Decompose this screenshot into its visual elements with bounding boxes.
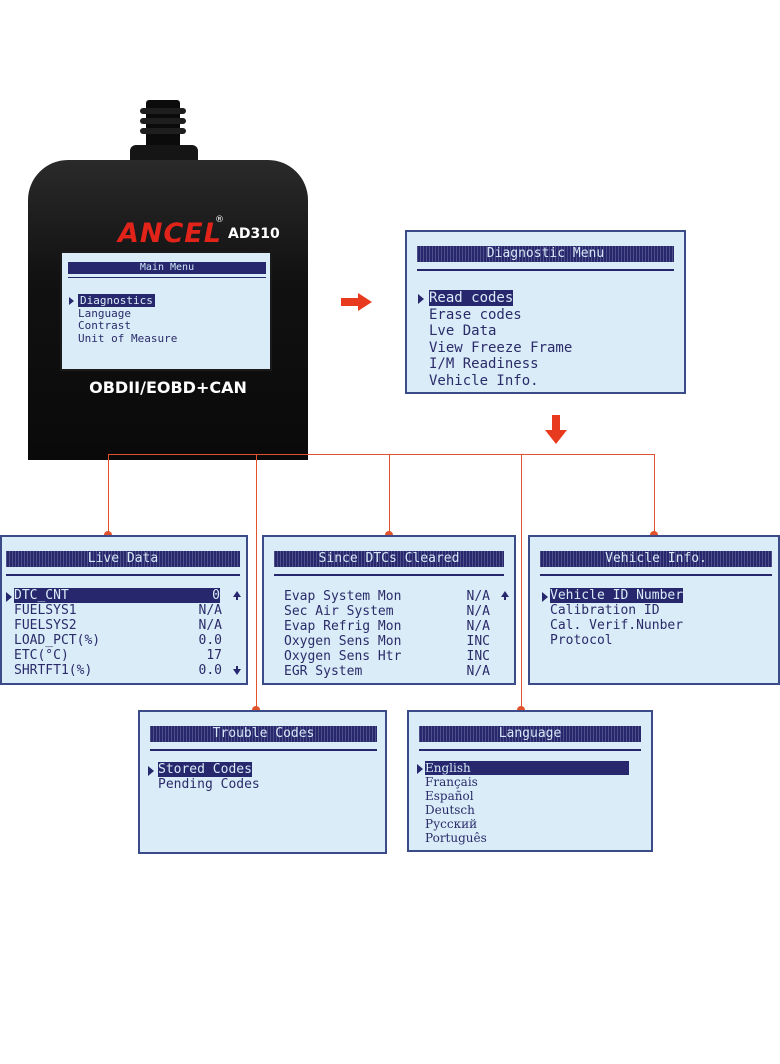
menu-item-read-codes[interactable]: Read codes <box>429 290 514 306</box>
screen-title: Language <box>419 726 641 742</box>
device-screen: Main Menu Diagnostics Language Contrast … <box>60 251 272 371</box>
menu-item-diagnostics[interactable]: Diagnostics <box>78 294 155 307</box>
scroll-up-icon[interactable] <box>233 591 241 600</box>
arrow-down-icon <box>545 415 567 445</box>
diagnostic-menu-list: Read codes Erase codes Lve Data View Fre… <box>429 290 669 389</box>
main-menu-list: Diagnostics Language Contrast Unit of Me… <box>78 294 178 345</box>
language-francais[interactable]: Français <box>425 775 478 789</box>
brand-logo: ANCEL <box>118 218 222 249</box>
registered-mark: ® <box>215 215 224 225</box>
language-russian[interactable]: Русский <box>425 817 478 831</box>
menu-item-unit-of-measure[interactable]: Unit of Measure <box>78 331 178 345</box>
language-portugues[interactable]: Português <box>425 831 487 845</box>
screen-title: Live Data <box>6 551 240 567</box>
menu-item-language[interactable]: Language <box>78 306 131 320</box>
vehicle-info-screen: Vehicle Info. Vehicle ID Number Calibrat… <box>528 535 780 685</box>
divider <box>417 269 674 271</box>
divider <box>419 749 641 751</box>
menu-item-contrast[interactable]: Contrast <box>78 319 131 332</box>
pointer-icon <box>418 294 424 304</box>
screen-title: Since DTCs Cleared <box>274 551 504 567</box>
menu-item-vehicle-info[interactable]: Vehicle Info. <box>429 372 539 389</box>
language-screen: Language English Français Español Deutsc… <box>407 710 653 852</box>
screen-title: Vehicle Info. <box>540 551 772 567</box>
pointer-icon <box>6 592 12 602</box>
live-row-etc[interactable]: ETC(°C)17 <box>14 648 222 663</box>
menu-item-calibration-id[interactable]: Calibration ID <box>550 603 660 618</box>
screen-title: Diagnostic Menu <box>417 246 674 262</box>
live-row-load-pct[interactable]: LOAD_PCT(%)0.0 <box>14 633 222 648</box>
trouble-codes-list: Stored Codes Pending Codes <box>158 762 368 792</box>
scroll-up-icon[interactable] <box>501 591 509 600</box>
divider <box>68 277 266 278</box>
menu-item-cal-verif-number[interactable]: Cal. Verif.Nunber <box>550 618 684 633</box>
language-english[interactable]: English <box>425 761 629 775</box>
pointer-icon <box>542 592 548 602</box>
model-name: AD310 <box>228 226 280 242</box>
menu-item-protocol[interactable]: Protocol <box>550 633 613 648</box>
scroll-down-icon[interactable] <box>233 666 241 675</box>
cable-ridge <box>140 118 186 124</box>
connector-line <box>108 454 655 455</box>
divider <box>274 574 504 576</box>
live-row-shrtft1[interactable]: SHRTFT1(%)0.0 <box>14 663 222 678</box>
pointer-icon <box>69 297 74 305</box>
divider <box>150 749 377 751</box>
language-espanol[interactable]: Español <box>425 789 474 803</box>
menu-item-erase-codes[interactable]: Erase codes <box>429 306 522 323</box>
device-label: OBDII/EOBD+CAN <box>89 378 247 397</box>
pointer-icon <box>148 766 154 776</box>
menu-item-pending-codes[interactable]: Pending Codes <box>158 777 260 792</box>
diagnostic-menu-screen: Diagnostic Menu Read codes Erase codes L… <box>405 230 686 394</box>
screen-title: Trouble Codes <box>150 726 377 742</box>
device-screen-title: Main Menu <box>68 262 266 274</box>
connector-line <box>108 454 109 535</box>
connector-line <box>521 454 522 710</box>
arrow-right-icon <box>341 293 373 311</box>
menu-item-im-readiness[interactable]: I/M Readiness <box>429 356 539 372</box>
vehicle-info-list: Vehicle ID Number Calibration ID Cal. Ve… <box>550 588 760 648</box>
connector-line <box>256 454 257 710</box>
pointer-icon <box>417 764 423 774</box>
menu-item-stored-codes[interactable]: Stored Codes <box>158 762 252 777</box>
language-deutsch[interactable]: Deutsch <box>425 803 475 817</box>
language-list: English Français Español Deutsch Русский… <box>425 761 629 845</box>
divider <box>540 574 772 576</box>
connector-line <box>654 454 655 535</box>
cable-ridge <box>140 108 186 114</box>
divider <box>6 574 240 576</box>
connector-line <box>389 454 390 535</box>
menu-item-vehicle-id-number[interactable]: Vehicle ID Number <box>550 588 684 603</box>
menu-item-view-freeze-frame[interactable]: View Freeze Frame <box>429 339 573 356</box>
trouble-codes-screen: Trouble Codes Stored Codes Pending Codes <box>138 710 387 854</box>
cable-ridge <box>140 128 186 134</box>
menu-item-live-data[interactable]: Lve Data <box>429 323 497 339</box>
